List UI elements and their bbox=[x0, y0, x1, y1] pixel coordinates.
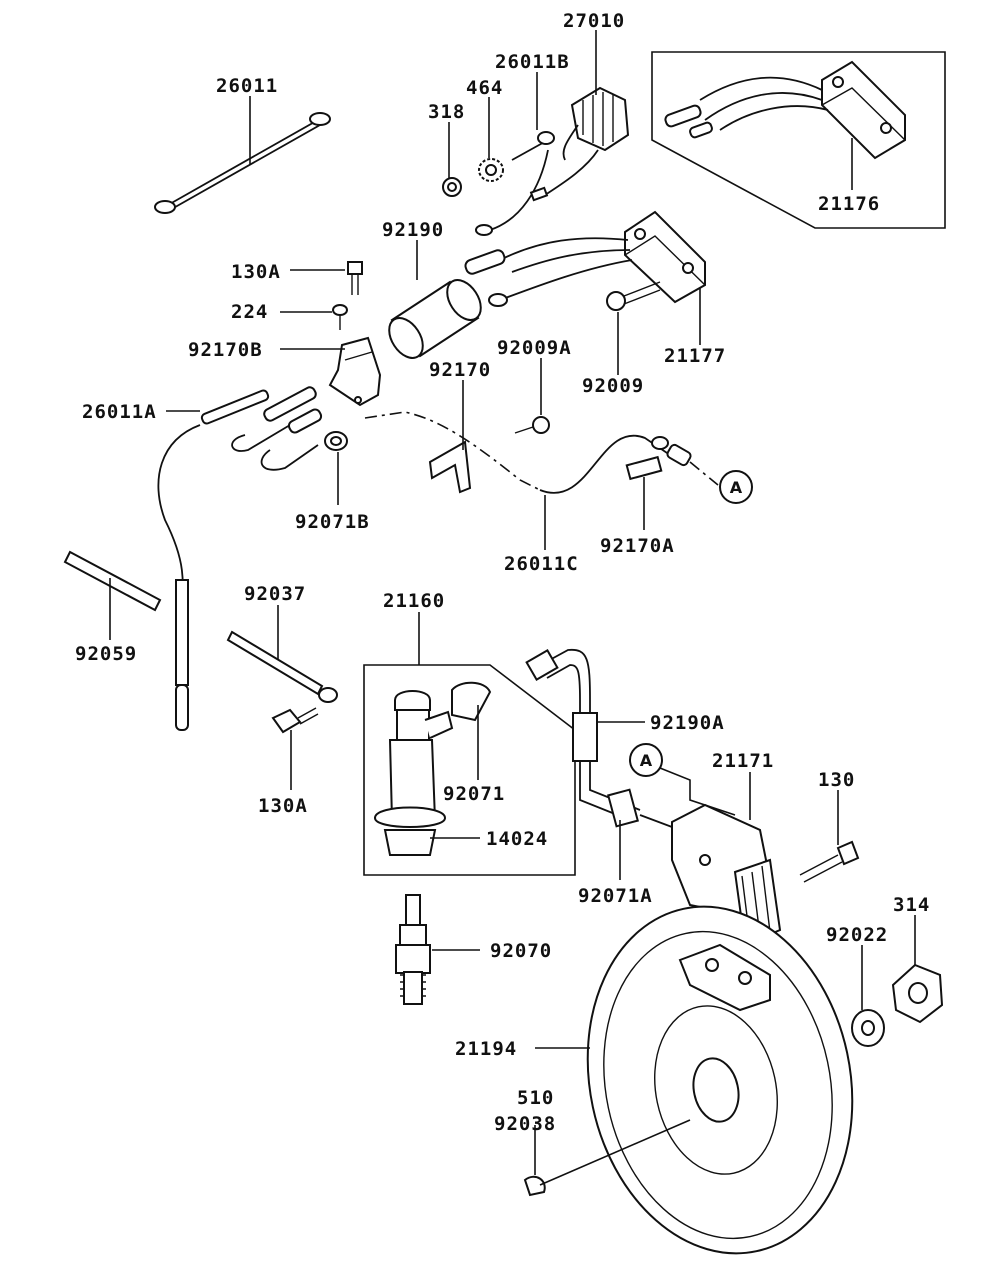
nut-314 bbox=[891, 963, 944, 1024]
label-26011: 26011 bbox=[216, 75, 278, 97]
rod-92059 bbox=[63, 550, 162, 612]
flywheel-21194 bbox=[586, 905, 854, 1255]
label-26011A: 26011A bbox=[82, 401, 157, 423]
lead-92190A bbox=[525, 648, 641, 819]
band-92037 bbox=[226, 630, 338, 703]
label-130A-bottom: 130A bbox=[258, 795, 308, 817]
bolt-130 bbox=[799, 840, 860, 883]
label-92009A: 92009A bbox=[497, 337, 572, 359]
label-314: 314 bbox=[893, 894, 930, 916]
lead-26011B bbox=[475, 131, 555, 236]
screw-224 bbox=[332, 304, 348, 330]
label-318: 318 bbox=[428, 101, 465, 123]
plug-cap-21160-box bbox=[363, 664, 576, 876]
svg-text:A: A bbox=[730, 478, 743, 497]
label-21177: 21177 bbox=[664, 345, 726, 367]
label-21160: 21160 bbox=[383, 590, 445, 612]
spark-plug-92070 bbox=[395, 894, 431, 1005]
cylinder-92190 bbox=[388, 279, 482, 359]
label-224: 224 bbox=[231, 301, 268, 323]
grommet-92071B bbox=[324, 431, 348, 451]
lead-26011C bbox=[539, 434, 719, 494]
igniter-21177 bbox=[464, 210, 706, 307]
switch-27010 bbox=[529, 86, 630, 202]
label-92038: 92038 bbox=[494, 1113, 556, 1135]
ground-wire-26011 bbox=[154, 112, 331, 214]
bolt-130A-top bbox=[347, 261, 363, 295]
label-27010: 27010 bbox=[563, 10, 625, 32]
label-92190: 92190 bbox=[382, 219, 444, 241]
label-92037: 92037 bbox=[244, 583, 306, 605]
connector-ref-a-top: A bbox=[719, 470, 753, 504]
label-464: 464 bbox=[466, 77, 503, 99]
igniter-21176-box bbox=[651, 51, 946, 229]
label-92070: 92070 bbox=[490, 940, 552, 962]
bolt-130A-bottom bbox=[271, 707, 319, 734]
label-21176: 21176 bbox=[818, 193, 880, 215]
label-92071A: 92071A bbox=[578, 885, 653, 907]
label-92071: 92071 bbox=[443, 783, 505, 805]
grommet-92071A bbox=[607, 788, 639, 828]
label-130A-top: 130A bbox=[231, 261, 281, 283]
label-21171: 21171 bbox=[712, 750, 774, 772]
lead-26011A bbox=[157, 386, 323, 731]
label-510: 510 bbox=[517, 1087, 554, 1109]
label-92170A: 92170A bbox=[600, 535, 675, 557]
label-26011C: 26011C bbox=[504, 553, 579, 575]
bracket-92170B bbox=[328, 336, 382, 407]
label-92022: 92022 bbox=[826, 924, 888, 946]
label-14024: 14024 bbox=[486, 828, 548, 850]
lock-washer-464 bbox=[478, 158, 504, 182]
washer-92022 bbox=[851, 1009, 885, 1047]
label-130: 130 bbox=[818, 769, 855, 791]
bracket-92170 bbox=[428, 440, 472, 494]
connector-ref-a-bottom: A bbox=[629, 743, 663, 777]
part-number-labels: 27010 26011B 464 318 26011 21176 92190 1… bbox=[75, 10, 930, 1135]
label-92170: 92170 bbox=[429, 359, 491, 381]
clip-92170A bbox=[625, 455, 663, 481]
label-92170B: 92170B bbox=[188, 339, 263, 361]
screw-92009A bbox=[514, 416, 550, 434]
nut-318 bbox=[442, 177, 462, 197]
label-92190A: 92190A bbox=[650, 712, 725, 734]
key-510 bbox=[523, 1175, 546, 1197]
svg-text:A: A bbox=[640, 751, 653, 770]
label-92071B: 92071B bbox=[295, 511, 370, 533]
label-92059: 92059 bbox=[75, 643, 137, 665]
label-92009: 92009 bbox=[582, 375, 644, 397]
label-26011B: 26011B bbox=[495, 51, 570, 73]
leader-lines bbox=[109, 30, 916, 1186]
screw-92009 bbox=[606, 281, 661, 311]
label-21194: 21194 bbox=[455, 1038, 517, 1060]
